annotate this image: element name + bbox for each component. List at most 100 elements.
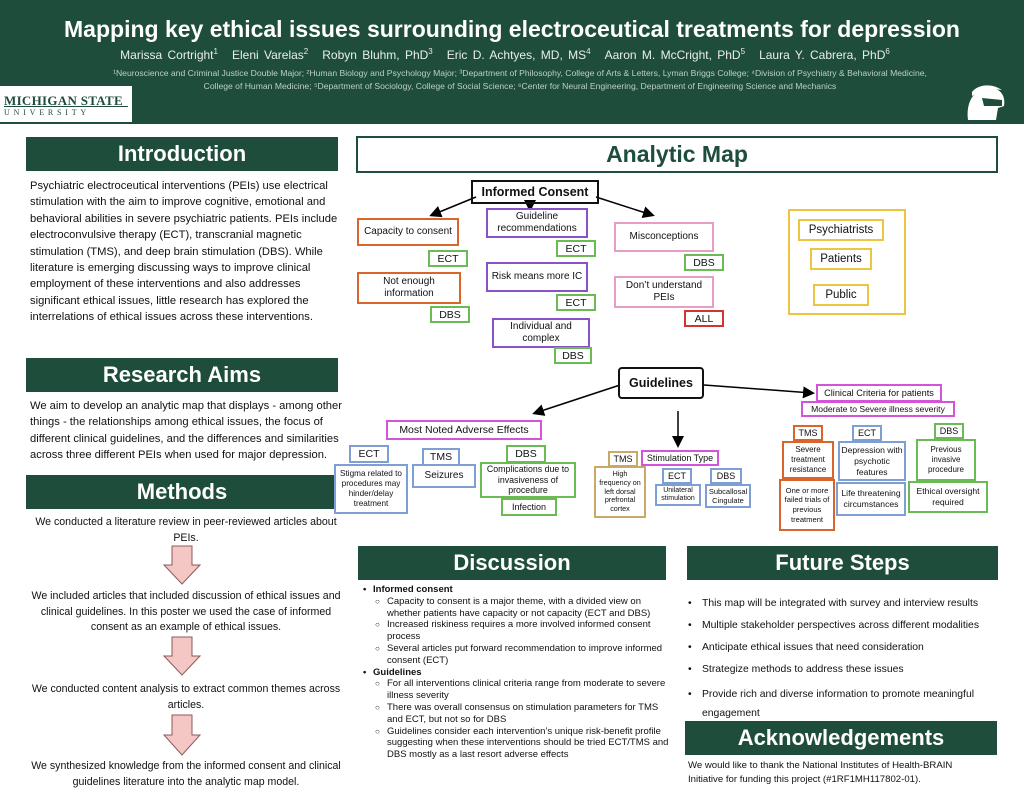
future-step-item: Provide rich and diverse information to … [688, 685, 1000, 723]
logo-line-1: MICHIGAN STATE [4, 93, 123, 108]
author-list: Marissa Cortright1 Eleni Varelas2 Robyn Bl… [0, 47, 1024, 62]
cc-dbs-previous-invasive: Previous invasive procedure [916, 439, 976, 481]
affiliations-line-1: ¹Neuroscience and Criminal Justice Doubl… [113, 68, 927, 78]
future-step-item: Strategize methods to address these issu… [688, 663, 1000, 677]
stimulation-type-node: Stimulation Type [641, 450, 719, 466]
author-name: Aaron M. McCright, PhD5 [604, 47, 746, 62]
discussion-item: There was overall consensus on stimulati… [360, 702, 672, 726]
discussion-section-title: Guidelines [360, 667, 672, 679]
guidelines-node: Guidelines [618, 367, 704, 399]
map-connectors [429, 196, 815, 448]
analytic-map-heading: Analytic Map [356, 136, 998, 173]
logo-line-2: UNIVERSITY [4, 108, 90, 117]
methods-heading: Methods [26, 475, 338, 509]
guideline-rec-ect-tag: ECT [556, 240, 596, 257]
methods-step-2: We included articles that included discu… [31, 590, 341, 633]
introduction-text: Psychiatric electroceutical intervention… [30, 180, 338, 324]
future-step-item: Multiple stakeholder perspectives across… [688, 619, 1000, 633]
author-affiliation-number: 4 [586, 47, 591, 56]
poster-title: Mapping key ethical issues surrounding e… [64, 16, 960, 42]
cc-tms-failed-trials: One or more failed trials of previous tr… [779, 479, 835, 531]
cc-ect-psychotic: Depression with psychotic features [838, 441, 906, 481]
individual-and-complex-node: Individual and complex [492, 318, 590, 348]
future-step-item: This map will be integrated with survey … [688, 597, 1000, 611]
ae-ect-stigma: Stigma related to procedures may hinder/… [334, 464, 408, 514]
future-steps-list: This map will be integrated with survey … [688, 597, 1000, 731]
acknowledgements-heading: Acknowledgements [685, 721, 997, 755]
dont-understand-all-tag: ALL [684, 310, 724, 327]
down-arrow-icon [162, 636, 202, 676]
discussion-item: For all interventions clinical criteria … [360, 678, 672, 702]
stim-dbs-tag: DBS [710, 468, 742, 484]
cc-tms-tag: TMS [793, 425, 823, 441]
logo-rule [4, 106, 128, 107]
stim-ect-unilateral: Unilateral stimulation [655, 484, 701, 506]
affiliations-line-2: College of Human Medicine; ⁵Department o… [203, 81, 837, 91]
adverse-effects-node: Most Noted Adverse Effects [386, 420, 542, 440]
informed-consent-node: Informed Consent [471, 180, 599, 204]
author-affiliation-number: 6 [885, 47, 890, 56]
stim-dbs-subcallosal: Subcallosal Cingulate [705, 484, 751, 508]
discussion-item: Increased riskiness requires a more invo… [360, 619, 672, 643]
cc-dbs-tag: DBS [934, 423, 964, 439]
affiliations: ¹Neuroscience and Criminal Justice Doubl… [60, 67, 980, 93]
ae-tms-tag: TMS [422, 448, 460, 466]
stakeholder-legend [788, 209, 906, 315]
legend-psychiatrists: Psychiatrists [798, 219, 884, 241]
guideline-recommendations-node: Guideline recommendations [486, 208, 588, 238]
ae-dbs-complications: Complications due to invasiveness of pro… [480, 462, 576, 498]
legend-public: Public [813, 284, 869, 306]
spartan-helmet-icon [967, 85, 1005, 120]
ae-dbs-infection: Infection [501, 498, 557, 516]
discussion-item: Several articles put forward recommendat… [360, 643, 672, 667]
clinical-criteria-node: Clinical Criteria for patients [816, 384, 942, 402]
risk-ic-ect-tag: ECT [556, 294, 596, 311]
methods-step-3: We conducted content analysis to extract… [31, 683, 341, 711]
author-name: Eric D. Achtyes, MD, MS4 [446, 47, 591, 62]
capacity-ect-tag: ECT [428, 250, 468, 267]
author-name: Eleni Varelas2 [231, 47, 309, 62]
down-arrow-icon [162, 714, 202, 756]
introduction-heading: Introduction [26, 137, 338, 171]
tms-tag: TMS [608, 451, 638, 467]
research-aims-text: We aim to develop an analytic map that d… [30, 400, 342, 462]
misconceptions-dbs-tag: DBS [684, 254, 724, 271]
clinical-criteria-severity: Moderate to Severe illness severity [801, 401, 955, 417]
cc-ect-life-threatening: Life threatening circumstances [836, 482, 906, 516]
author-name: Laura Y. Cabrera, PhD6 [759, 47, 890, 62]
tms-high-frequency: High frequency on left dorsal prefrontal… [594, 466, 646, 518]
msu-logo: MICHIGAN STATE UNIVERSITY [0, 86, 132, 122]
risk-means-more-ic-node: Risk means more IC [486, 262, 588, 292]
dont-understand-peis-node: Don’t understand PEIs [614, 276, 714, 308]
ae-tms-seizures: Seizures [412, 464, 476, 488]
ae-dbs-tag: DBS [506, 445, 546, 463]
author-affiliation-number: 1 [213, 47, 218, 56]
discussion-body: Informed consent Capacity to consent is … [360, 584, 672, 761]
ae-ect-tag: ECT [349, 445, 389, 463]
author-affiliation-number: 3 [428, 47, 433, 56]
author-name: Robyn Bluhm, PhD3 [322, 47, 433, 62]
capacity-to-consent-node: Capacity to consent [357, 218, 459, 246]
not-enough-information-node: Not enough information [357, 272, 461, 304]
discussion-section-title: Informed consent [360, 584, 672, 596]
cc-ect-tag: ECT [852, 425, 882, 441]
methods-step-1: We conducted a literature review in peer… [35, 516, 337, 544]
cc-dbs-ethical-oversight: Ethical oversight required [908, 481, 988, 513]
methods-step-4: We synthesized knowledge from the inform… [31, 760, 341, 788]
future-steps-heading: Future Steps [687, 546, 998, 580]
legend-patients: Patients [810, 248, 872, 270]
individual-dbs-tag: DBS [554, 347, 592, 364]
discussion-heading: Discussion [358, 546, 666, 580]
misconceptions-node: Misconceptions [614, 222, 714, 252]
author-affiliation-number: 2 [303, 47, 309, 56]
research-aims-heading: Research Aims [26, 358, 338, 392]
acknowledgements-text: We would like to thank the National Inst… [688, 760, 953, 785]
discussion-item: Guidelines consider each intervention’s … [360, 726, 672, 761]
poster-header [0, 0, 1024, 124]
down-arrow-icon [162, 545, 202, 585]
author-name: Marissa Cortright1 [120, 47, 218, 62]
discussion-item: Capacity to consent is a major theme, wi… [360, 596, 672, 620]
cc-tms-resistance: Severe treatment resistance [782, 441, 834, 479]
not-enough-dbs-tag: DBS [430, 306, 470, 323]
stim-ect-tag: ECT [662, 468, 692, 484]
